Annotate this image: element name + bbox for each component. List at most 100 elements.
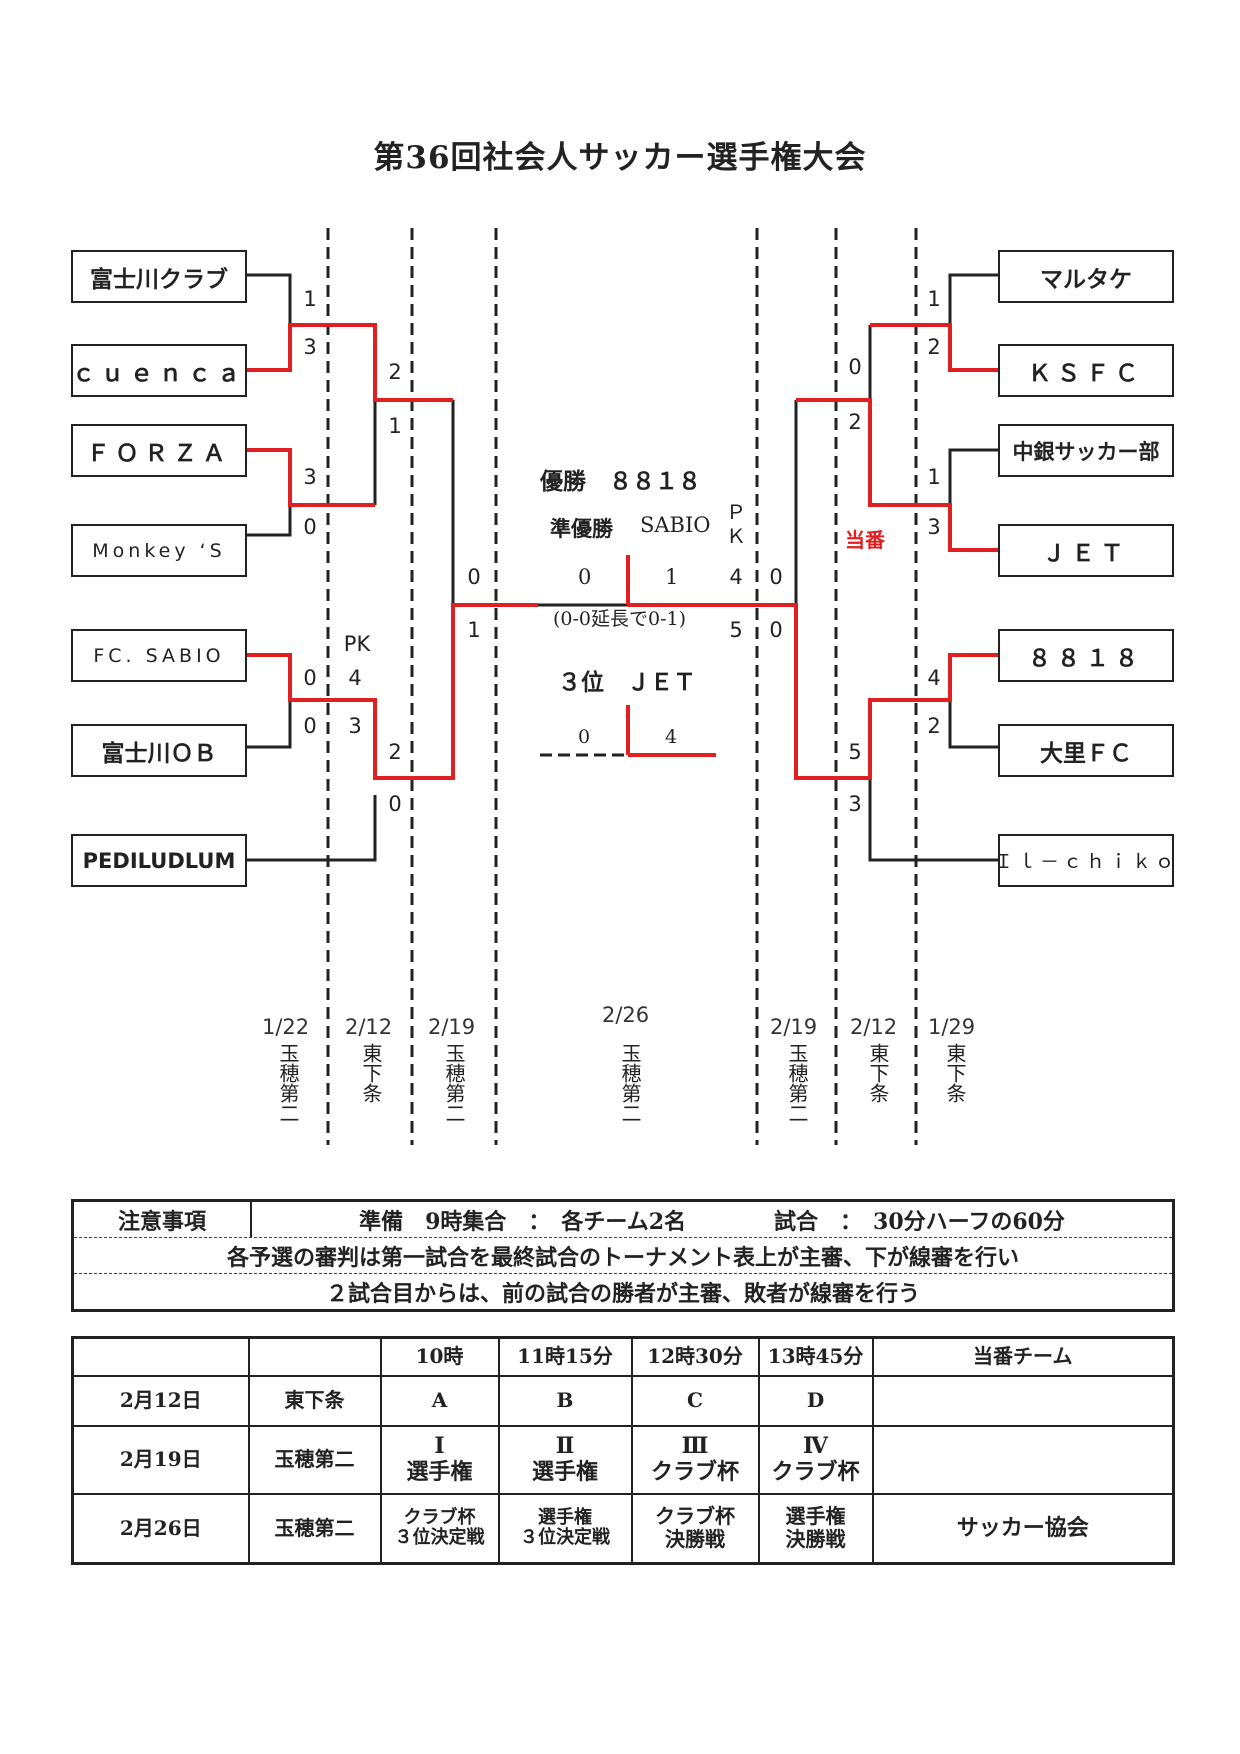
row-slot: Ⅲ クラブ杯 [630, 1424, 760, 1495]
score: 3 [348, 714, 362, 738]
row-slot: Ⅱ 選手権 [497, 1424, 633, 1495]
score: 2 [848, 410, 862, 434]
final-score-left: 0 [578, 565, 592, 589]
notes-line-2: 各予選の審判は第一試合を最終試合のトーナメント表上が主審、下が線審を行い [74, 1237, 1172, 1273]
score: 5 [848, 740, 862, 764]
score: 1 [303, 287, 317, 311]
score: 5 [729, 618, 743, 642]
row-slot: クラブ杯 決勝戦 [630, 1492, 760, 1565]
schedule-row: 2月19日 玉穂第二 Ⅰ 選手権 Ⅱ 選手権 Ⅲ クラブ杯 Ⅳ クラブ杯 [71, 1424, 1175, 1495]
header-cell: 11時15分 [497, 1336, 633, 1377]
score: 0 [769, 565, 783, 589]
score: 4 [729, 565, 743, 589]
header-cell: 10時 [379, 1336, 500, 1377]
row-slot: C [630, 1374, 760, 1427]
score: 3 [303, 465, 317, 489]
venue-col-6: 東下条 [866, 1043, 890, 1103]
date-col-4: 2/26 [602, 1003, 650, 1027]
score: 0 [303, 714, 317, 738]
score: 3 [927, 515, 941, 539]
team-left-6: 富士川ＯＢ [71, 724, 247, 777]
runnerup-team: SABIO [640, 513, 711, 537]
header-cell: 13時45分 [757, 1336, 874, 1377]
score: 2 [388, 360, 402, 384]
team-right-1: マルタケ [998, 250, 1174, 303]
team-right-5: ８８１８ [998, 629, 1174, 682]
date-col-2: 2/12 [345, 1015, 393, 1039]
team-left-4: Monkey ‘S [71, 524, 247, 577]
schedule-row: 2月26日 玉穂第二 クラブ杯 ３位決定戦 選手権 ３位決定戦 クラブ杯 決勝戦… [71, 1492, 1175, 1565]
notes-label: 注意事項 [74, 1202, 252, 1237]
duty-label: 当番 [845, 528, 885, 552]
pk-label: PK [343, 632, 371, 656]
row-date: 2月26日 [71, 1492, 250, 1565]
score: 1 [388, 414, 402, 438]
team-right-4: ＪＥＴ [998, 524, 1174, 577]
date-col-6: 2/12 [850, 1015, 898, 1039]
venue-col-4: 玉穂第二 [618, 1043, 642, 1123]
left-bracket-winners [247, 323, 538, 780]
row-venue: 玉穂第二 [247, 1424, 382, 1495]
venue-col-2: 東下条 [359, 1043, 383, 1103]
left-bracket [247, 273, 455, 862]
row-venue: 玉穂第二 [247, 1492, 382, 1565]
header-cell: 当番チーム [871, 1336, 1175, 1377]
runnerup-label: 準優勝 [550, 516, 613, 541]
row-venue: 東下条 [247, 1374, 382, 1427]
score: 3 [848, 792, 862, 816]
score: 4 [927, 666, 941, 690]
score: 0 [303, 666, 317, 690]
third-score-left: 0 [578, 726, 591, 748]
row-slot: Ⅰ 選手権 [379, 1424, 500, 1495]
right-bracket-winners [626, 323, 998, 780]
team-left-5: FC. SABIO [71, 629, 247, 682]
notes-row-1: 注意事項 準備 9時集合 ： 各チーム2名 試合 ： 30分ハーフの60分 [74, 1202, 1172, 1237]
bracket-lines [247, 228, 998, 1145]
header-cell [247, 1336, 382, 1377]
score: 2 [927, 335, 941, 359]
round-dividers [326, 228, 918, 1145]
row-date: 2月19日 [71, 1424, 250, 1495]
team-right-3: 中銀サッカー部 [998, 424, 1174, 477]
schedule-row: 2月12日 東下条 A B C D [71, 1374, 1175, 1427]
right-bracket [538, 273, 998, 862]
date-col-5: 2/19 [770, 1015, 818, 1039]
header-cell: 12時30分 [630, 1336, 760, 1377]
champion: 優勝 ８８１８ [540, 468, 701, 495]
score: 0 [848, 355, 862, 379]
row-slot: D [757, 1374, 874, 1427]
team-left-1: 富士川クラブ [71, 250, 247, 303]
pk-label-vertical: ＰＫ [726, 500, 746, 548]
score: 0 [303, 515, 317, 539]
score: 2 [388, 740, 402, 764]
final-score-right: 1 [665, 565, 679, 589]
score: 1 [927, 287, 941, 311]
page-title: 第36回社会人サッカー選手権大会 [373, 140, 867, 176]
row-duty: サッカー協会 [871, 1492, 1175, 1565]
row-slot: クラブ杯 ３位決定戦 [379, 1492, 500, 1565]
team-right-7: Ｉｌ－ｃｈｉｋｏ [994, 834, 1174, 887]
notes-box: 注意事項 準備 9時集合 ： 各チーム2名 試合 ： 30分ハーフの60分 各予… [71, 1199, 1175, 1312]
venue-col-5: 玉穂第二 [785, 1043, 809, 1123]
notes-line-3: ２試合目からは、前の試合の勝者が主審、敗者が線審を行う [74, 1273, 1172, 1309]
notes-line-1: 準備 9時集合 ： 各チーム2名 試合 ： 30分ハーフの60分 [359, 1208, 1065, 1235]
venue-col-7: 東下条 [943, 1043, 967, 1103]
header-cell [71, 1336, 250, 1377]
row-duty [871, 1374, 1175, 1427]
schedule-header-row: 10時 11時15分 12時30分 13時45分 当番チーム [71, 1336, 1175, 1377]
third-score-right: 4 [665, 726, 678, 748]
score: 2 [927, 714, 941, 738]
date-col-3: 2/19 [428, 1015, 476, 1039]
third-place: ３位 ＪＥＴ [558, 669, 696, 696]
venue-col-3: 玉穂第二 [442, 1043, 466, 1123]
row-duty [871, 1424, 1175, 1495]
row-slot: 選手権 ３位決定戦 [497, 1492, 633, 1565]
score: 0 [467, 565, 481, 589]
team-right-2: ＫＳＦＣ [998, 344, 1174, 397]
team-left-2: ｃｕｅｎｃａ [71, 344, 247, 397]
team-left-3: ＦＯＲＺＡ [71, 424, 247, 477]
row-slot: B [497, 1374, 633, 1427]
score: 1 [927, 465, 941, 489]
team-right-6: 大里ＦＣ [998, 724, 1174, 777]
score: 0 [769, 618, 783, 642]
